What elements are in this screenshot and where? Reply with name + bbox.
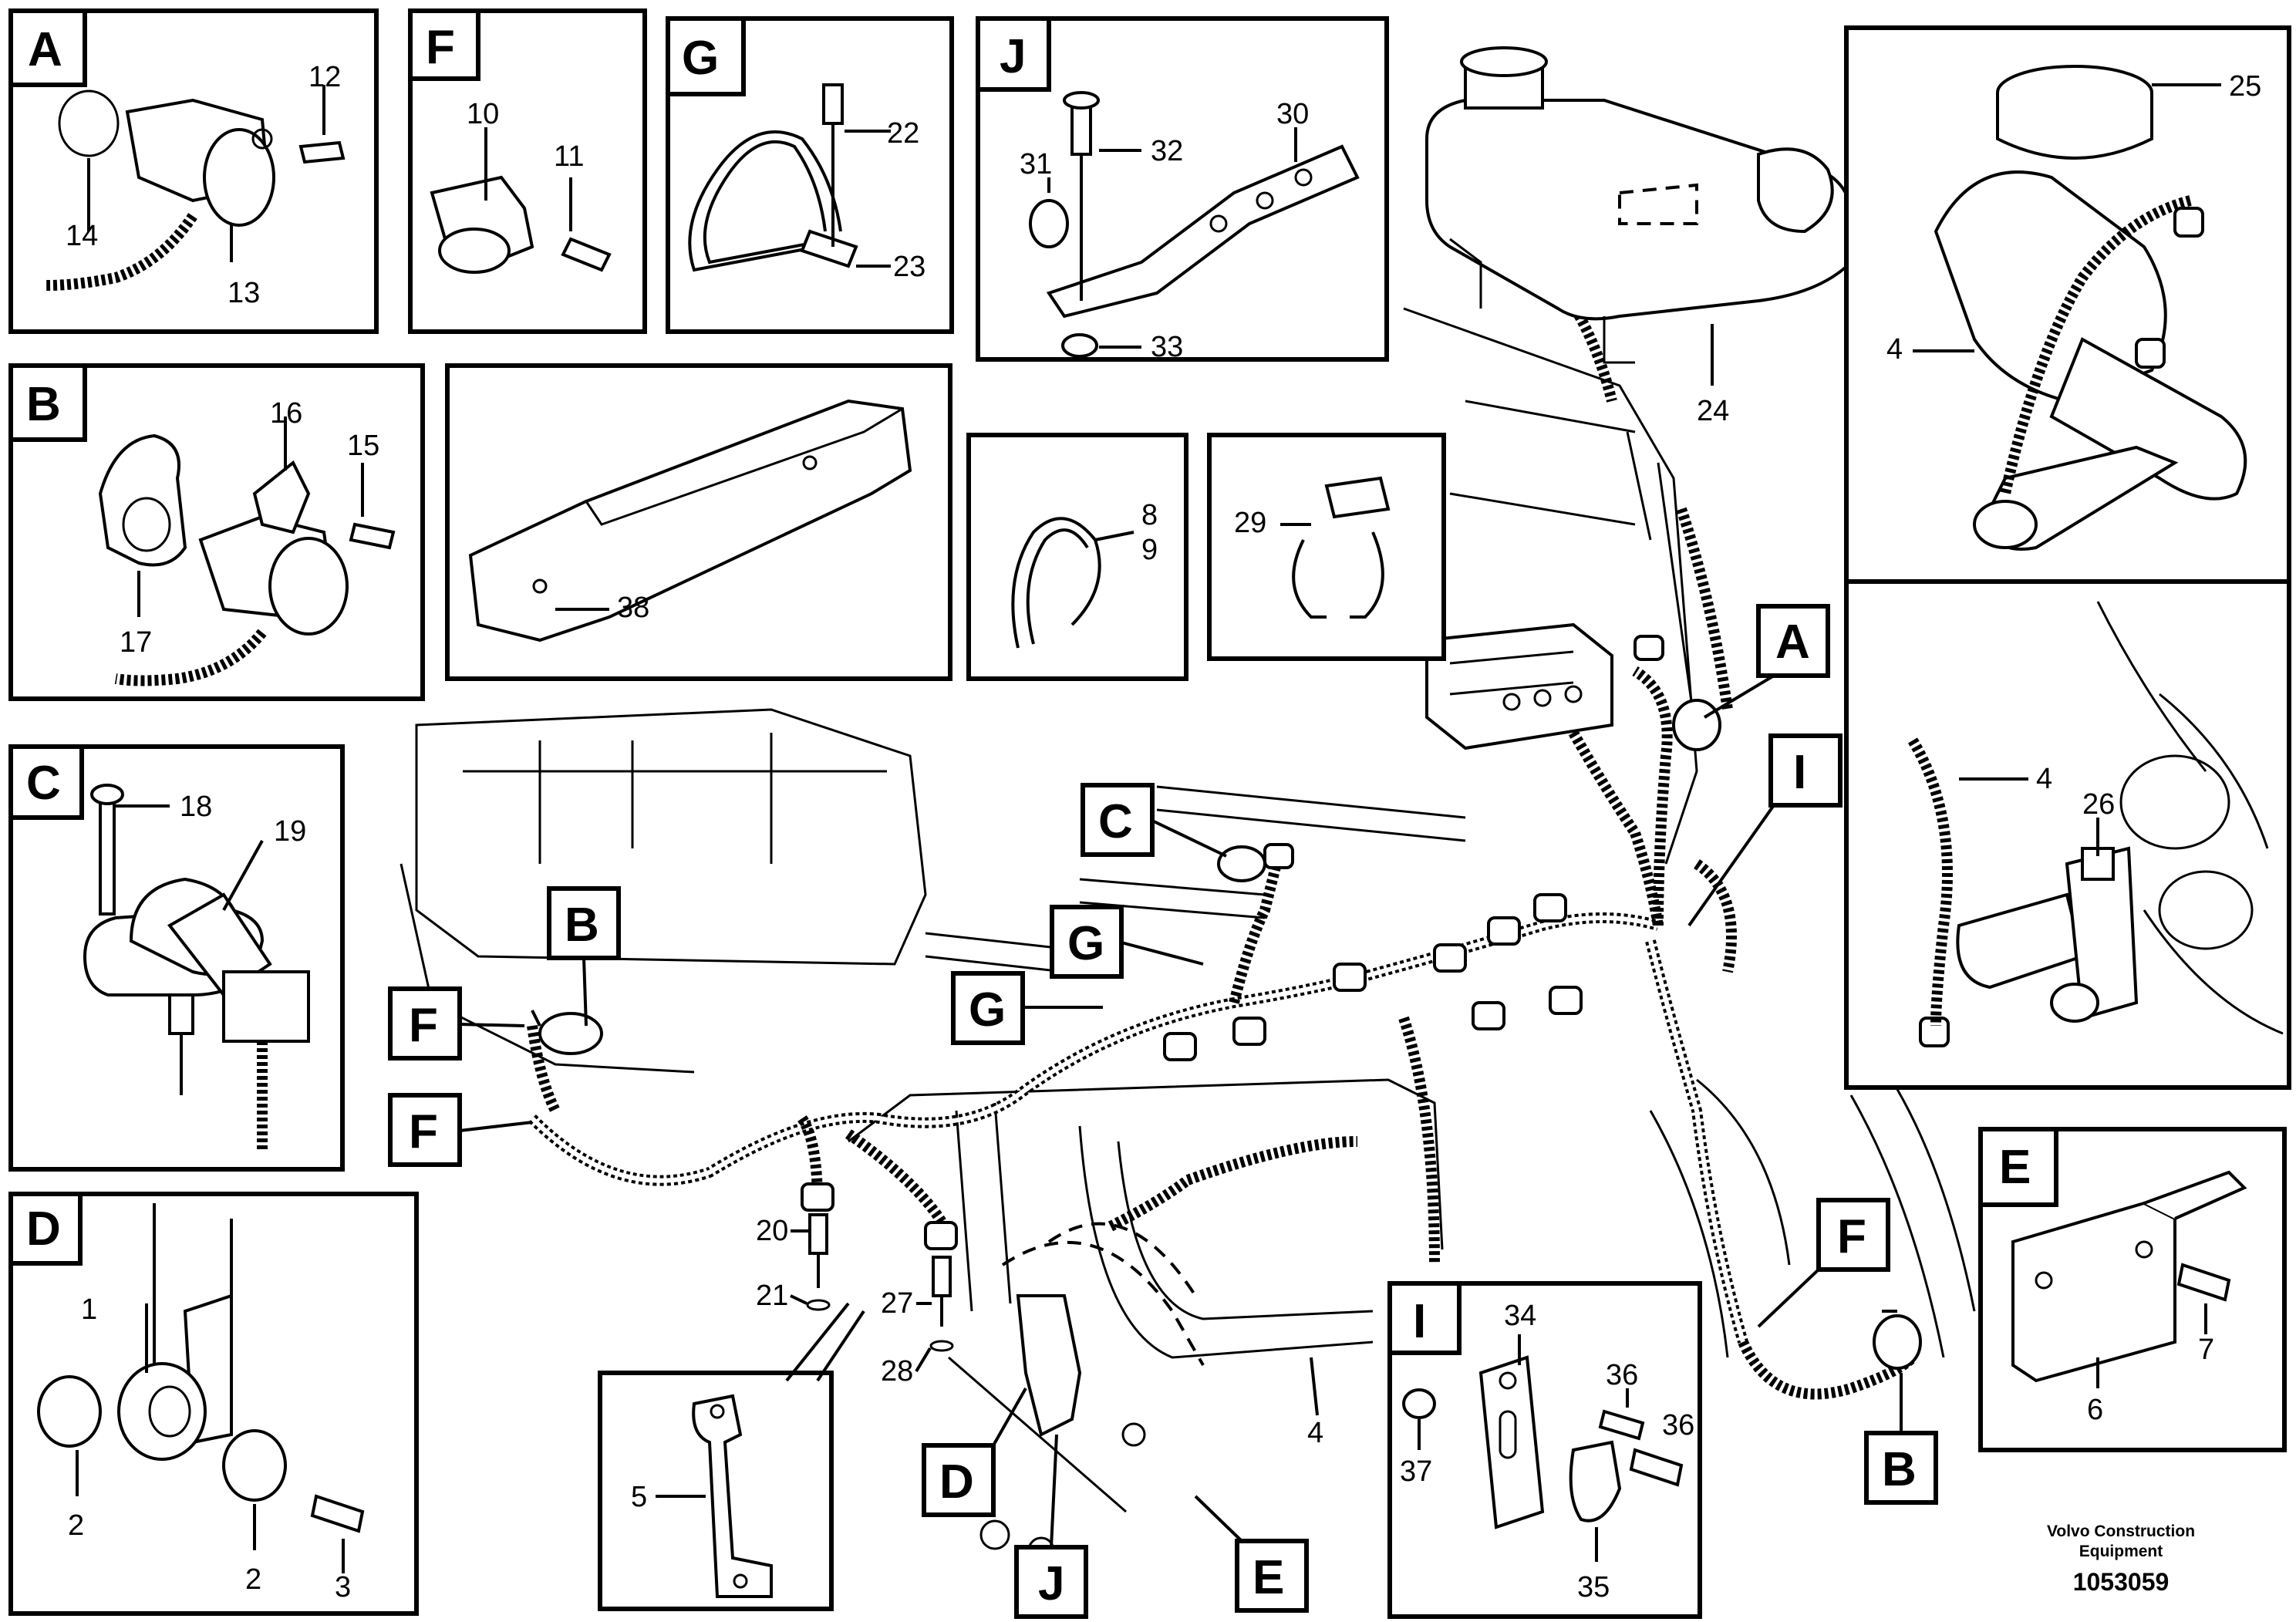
panel-i: I 34 36 36 37 35 [1387, 1281, 1702, 1619]
panel-e-letter: E [1999, 1141, 2031, 1194]
label-18: 18 [180, 791, 212, 823]
footer: Volvo Construction Equipment 1053059 [2047, 1523, 2195, 1596]
panel-a: A 12 14 13 [8, 8, 379, 334]
label-11: 11 [554, 140, 584, 173]
panel-filter: 25 4 [1844, 25, 2291, 584]
label-24: 24 [1697, 395, 1729, 427]
label-30: 30 [1276, 98, 1309, 130]
label-35: 35 [1577, 1571, 1610, 1603]
label-15: 15 [347, 430, 379, 462]
sensor-20 [806, 1213, 831, 1311]
panel-c-letter: C [26, 757, 61, 810]
panel-b-letter: B [26, 378, 61, 431]
panel-clip-29: 29 [1207, 433, 1446, 661]
label-34: 34 [1504, 1300, 1536, 1332]
callout-g-upper: G [1067, 917, 1104, 970]
label-37: 37 [1400, 1455, 1432, 1488]
callout-f-upper: F [409, 999, 438, 1052]
label-14: 14 [66, 220, 98, 252]
panel-d: D 1 2 2 3 [8, 1192, 419, 1616]
label-2b: 2 [245, 1563, 261, 1596]
panel-d-letter: D [26, 1202, 61, 1256]
label-25: 25 [2229, 70, 2261, 103]
panel-f: F 10 11 [408, 8, 647, 334]
label-4-filter: 4 [1886, 333, 1903, 366]
panel-i-letter: I [1413, 1295, 1426, 1348]
callout-f-lower: F [409, 1105, 438, 1158]
callout-i: I [1793, 746, 1806, 799]
label-32: 32 [1151, 135, 1183, 167]
label-23: 23 [893, 251, 925, 283]
label-31: 31 [1020, 148, 1052, 180]
sensor-27 [929, 1256, 954, 1352]
label-27: 27 [881, 1287, 913, 1320]
panel-f-letter: F [426, 21, 455, 74]
callout-g-lower: G [969, 983, 1006, 1037]
label-1: 1 [81, 1293, 97, 1326]
panel-g-letter: G [682, 32, 719, 85]
panel-valve: 4 26 [1844, 579, 2291, 1090]
speed-sensor-right [1873, 1310, 1922, 1370]
sensor-c [1217, 845, 1266, 882]
label-7: 7 [2198, 1334, 2214, 1366]
callout-f-right: F [1837, 1210, 1866, 1263]
speed-sensor-left [531, 1010, 603, 1055]
callout-a: A [1775, 615, 1810, 669]
label-17: 17 [120, 626, 152, 659]
label-20: 20 [756, 1215, 788, 1247]
panel-b: B 16 15 17 [8, 363, 425, 701]
brand-line1: Volvo Construction [2047, 1523, 2195, 1540]
label-5: 5 [631, 1481, 647, 1513]
label-3: 3 [335, 1571, 351, 1603]
callout-d: D [939, 1455, 974, 1509]
panel-a-letter: A [28, 23, 62, 76]
label-2a: 2 [68, 1509, 84, 1542]
panel-cable-tie: 8 9 [966, 433, 1188, 681]
brand-line2: Equipment [2079, 1543, 2163, 1560]
panel-bracket-5: 5 [598, 1302, 865, 1611]
label-4-main: 4 [1307, 1417, 1323, 1449]
connectors [801, 635, 1973, 1250]
label-12: 12 [308, 61, 341, 93]
label-36a: 36 [1606, 1359, 1638, 1391]
label-6: 6 [2087, 1394, 2103, 1426]
label-22: 22 [887, 117, 919, 150]
label-33: 33 [1151, 331, 1183, 363]
panel-e: E 7 6 [1978, 1127, 2287, 1452]
label-29: 29 [1234, 507, 1266, 539]
control-unit [1425, 622, 1613, 750]
label-19: 19 [274, 815, 306, 848]
panel-bracket-38: 38 [445, 363, 952, 681]
callout-e: E [1253, 1551, 1284, 1604]
tank-assembly [1425, 46, 1853, 386]
label-36b: 36 [1662, 1409, 1694, 1442]
callout-b-left: B [565, 899, 599, 952]
panel-c: C 18 19 [8, 744, 345, 1172]
callout-b-right: B [1882, 1443, 1917, 1496]
label-38: 38 [617, 592, 649, 624]
main-labels: 20 21 27 28 4 [756, 1215, 1323, 1449]
callout-j: J [1038, 1557, 1064, 1610]
doc-number: 1053059 [2073, 1568, 2170, 1596]
label-8: 8 [1141, 499, 1158, 531]
label-10: 10 [467, 98, 499, 130]
speed-sensor-a [1672, 699, 1721, 751]
panel-g: G 22 23 [666, 16, 954, 334]
label-21: 21 [756, 1280, 788, 1312]
main-assembly [400, 168, 1976, 1564]
label-26: 26 [2082, 788, 2115, 821]
label-9: 9 [1141, 534, 1158, 566]
label-16: 16 [270, 397, 302, 430]
label-28: 28 [881, 1355, 913, 1388]
panel-j: J 30 31 32 33 [976, 16, 1389, 363]
label-13: 13 [228, 277, 260, 309]
callout-c: C [1098, 795, 1133, 848]
main-callouts: A I C B G G F F F B [388, 604, 1938, 1619]
panel-j-letter: J [1000, 30, 1026, 83]
label-4-valve: 4 [2036, 763, 2052, 795]
